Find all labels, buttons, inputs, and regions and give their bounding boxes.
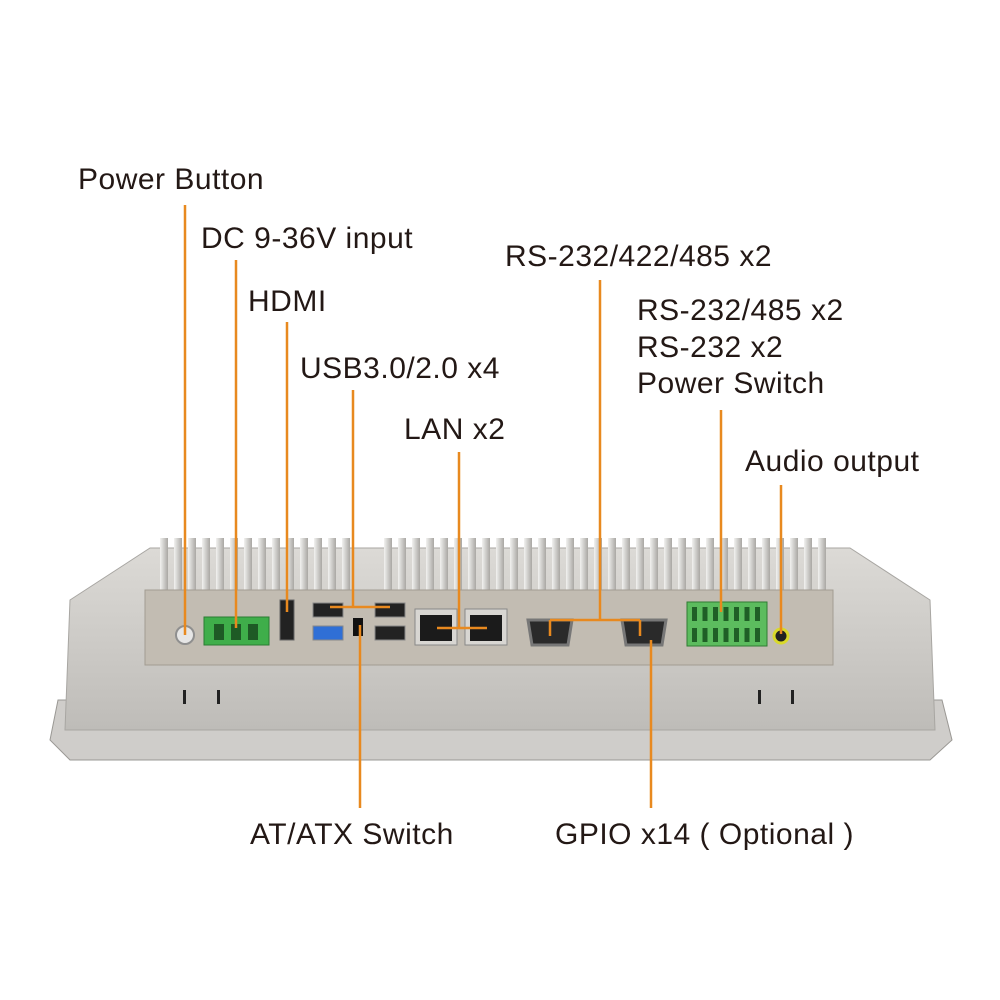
fin (804, 538, 812, 590)
terminal-pin (734, 607, 739, 621)
usb-port (374, 625, 406, 641)
fin (594, 538, 602, 590)
fin (160, 538, 168, 590)
fin (580, 538, 588, 590)
fin (790, 538, 798, 590)
label-usb: USB3.0/2.0 x4 (300, 352, 500, 385)
label-power-switch: Power Switch (637, 367, 825, 400)
fin (342, 538, 350, 590)
usb-port (374, 602, 406, 618)
label-rs232-485: RS-232/485 x2 (637, 294, 844, 327)
fin (188, 538, 196, 590)
fin (636, 538, 644, 590)
fin (384, 538, 392, 590)
fin (174, 538, 182, 590)
fin (510, 538, 518, 590)
fin (272, 538, 280, 590)
fin (692, 538, 700, 590)
label-hdmi: HDMI (248, 285, 327, 318)
fin (650, 538, 658, 590)
fin (552, 538, 560, 590)
fin (216, 538, 224, 590)
terminal-pin (702, 628, 708, 642)
fin (622, 538, 630, 590)
heatsink-fins (160, 538, 826, 590)
serial-port (620, 618, 668, 647)
terminal-pin (755, 628, 760, 642)
fin (398, 538, 406, 590)
fin (566, 538, 574, 590)
fin (734, 538, 742, 590)
terminal-pin (755, 607, 760, 621)
fin (440, 538, 448, 590)
label-audio: Audio output (745, 445, 920, 478)
label-dc-input: DC 9-36V input (201, 222, 414, 255)
fin (300, 538, 308, 590)
terminal-pin (702, 607, 708, 621)
label-gpio: GPIO x14 ( Optional ) (555, 818, 854, 851)
fin (762, 538, 770, 590)
fin (818, 538, 826, 590)
terminal-pin (744, 628, 750, 642)
fin (426, 538, 434, 590)
fin (608, 538, 616, 590)
label-at-atx: AT/ATX Switch (250, 818, 454, 851)
fin (748, 538, 756, 590)
leader-rs232-422-485 (548, 280, 642, 636)
usb-port (312, 625, 344, 641)
fin (524, 538, 532, 590)
terminal-pin (734, 628, 739, 642)
label-rs232: RS-232 x2 (637, 331, 784, 364)
terminal-pin (744, 607, 750, 621)
terminal-pin (723, 628, 729, 642)
fin (538, 538, 546, 590)
fin (720, 538, 728, 590)
fin (202, 538, 210, 590)
fin (664, 538, 672, 590)
leader-lan (437, 452, 487, 630)
leader-usb (330, 390, 390, 609)
fin (230, 538, 238, 590)
fin (678, 538, 686, 590)
terminal-pin (723, 607, 729, 621)
at-atx-switch (353, 618, 363, 636)
terminal-pin (692, 628, 697, 642)
fin (314, 538, 322, 590)
fin (496, 538, 504, 590)
terminal-pin (713, 607, 718, 621)
terminal-pin (713, 628, 718, 642)
fin (286, 538, 294, 590)
fin (328, 538, 336, 590)
label-lan: LAN x2 (404, 413, 506, 446)
usb-port (312, 602, 344, 618)
fin (412, 538, 420, 590)
fin (244, 538, 252, 590)
label-power-button: Power Button (78, 163, 265, 196)
label-rs232-422-485: RS-232/422/485 x2 (505, 240, 773, 273)
fin (482, 538, 490, 590)
leader-lines (183, 205, 783, 808)
fin (258, 538, 266, 590)
terminal-pin (692, 607, 697, 621)
fin (468, 538, 476, 590)
fin (706, 538, 714, 590)
